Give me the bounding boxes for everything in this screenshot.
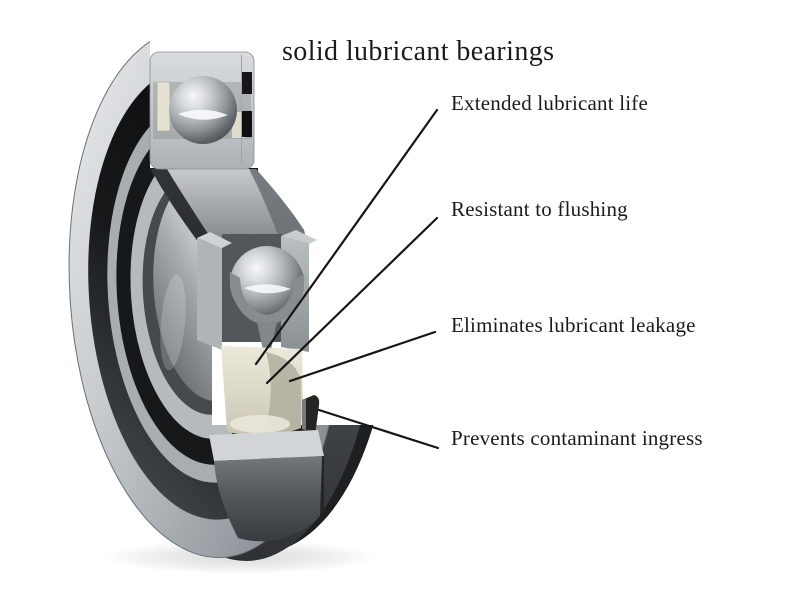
cut-edge-dark — [320, 456, 324, 516]
seal-flap-highlight — [302, 399, 306, 430]
bottom-cut-section — [209, 430, 324, 542]
ball-reflection — [244, 284, 291, 294]
leader-line-eliminates-lubricant-leakage — [288, 330, 437, 383]
callout-prevents-contaminant-ingress: Prevents contaminant ingress — [451, 426, 703, 450]
cut-front-face — [214, 456, 324, 542]
middle-cutaway-section — [197, 230, 320, 436]
leader-line-extended-lubricant-life — [254, 108, 439, 366]
bore-highlight — [160, 274, 186, 371]
callout-extended-lubricant-life: Extended lubricant life — [451, 91, 649, 115]
seal-cross-section-upper — [242, 72, 252, 94]
leader-line-resistant-to-flushing — [265, 216, 439, 385]
ball-reflection — [178, 109, 228, 120]
callout-resistant-to-flushing: Resistant to flushing — [451, 197, 628, 221]
seal-cross-section-lower — [242, 111, 252, 137]
top-cutaway-section — [149, 51, 255, 170]
cage-left-slab — [197, 238, 222, 350]
seal-flap — [302, 395, 320, 436]
leader-lines — [254, 108, 440, 450]
leader-line-prevents-contaminant-ingress — [317, 408, 440, 450]
cage-left-top — [197, 232, 232, 248]
lubricant-cage-left — [156, 81, 171, 132]
bearing-ball-middle — [230, 246, 304, 320]
solid-lubricant-shade — [264, 352, 301, 435]
diagram-title: solid lubricant bearings — [282, 36, 555, 67]
seal-band-cut — [151, 169, 214, 243]
callout-eliminates-lubricant-leakage: Eliminates lubricant leakage — [451, 313, 696, 337]
cut-top-face — [209, 430, 324, 461]
cage-stem — [257, 322, 277, 350]
cut-surface-shade — [249, 169, 307, 243]
cage-right-top — [281, 230, 317, 244]
solid-lubricant-recess — [230, 415, 290, 433]
cage-claw — [229, 272, 305, 326]
